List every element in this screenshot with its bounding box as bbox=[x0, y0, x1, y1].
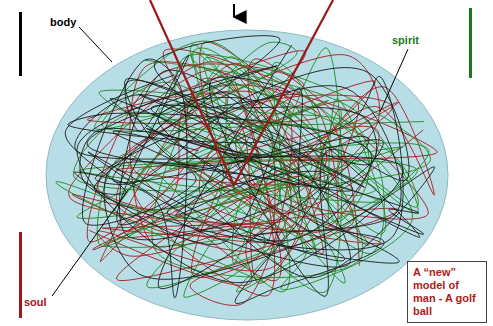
body-bar bbox=[19, 12, 22, 76]
spirit-leader bbox=[380, 49, 408, 112]
golf-ball bbox=[46, 30, 448, 320]
tangled-strands bbox=[56, 36, 437, 306]
strand bbox=[65, 36, 420, 289]
strand bbox=[95, 55, 423, 296]
spirit-bar bbox=[469, 8, 472, 78]
caption-box: A “new” model of man - A golf ball bbox=[407, 261, 487, 323]
soul-leader bbox=[52, 190, 128, 296]
soul-bar bbox=[19, 232, 22, 318]
part-label: soul bbox=[24, 296, 47, 309]
v-lines bbox=[150, 0, 333, 185]
caption-text: A “new” model of man - A golf ball bbox=[413, 266, 481, 318]
part-label: spirit bbox=[392, 34, 419, 47]
part-label: body bbox=[50, 16, 76, 29]
body-leader bbox=[79, 27, 112, 62]
down-arrow bbox=[233, 4, 235, 17]
strand bbox=[56, 52, 429, 292]
